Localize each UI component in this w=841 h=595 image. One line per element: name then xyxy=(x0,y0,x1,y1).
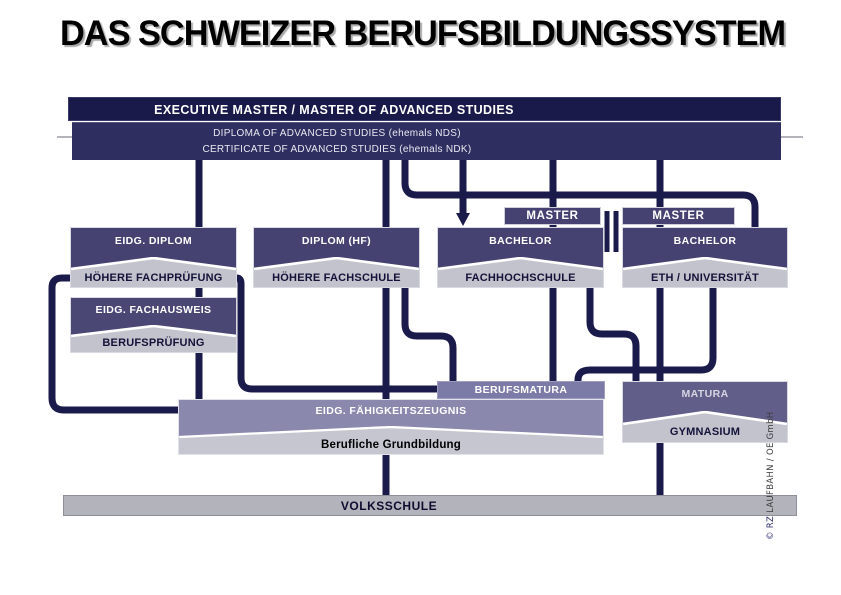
eidg-fachausweis-label: EIDG. FACHAUSWEIS xyxy=(95,304,212,316)
diplom-hf-label: DIPLOM (HF) xyxy=(301,235,372,247)
box-eidg-fachausweis: EIDG. FACHAUSWEIS BERUFSPRÜFUNG xyxy=(70,297,237,353)
berufliche-grundbildung-label: Berufliche Grundbildung xyxy=(320,439,462,451)
hoehere-fachpruefung-label: HÖHERE FACHPRÜFUNG xyxy=(84,272,223,284)
master-box-universitaet: MASTER xyxy=(622,207,735,225)
matura-label: MATURA xyxy=(681,388,729,400)
page-title: DAS SCHWEIZER BERUFSBILDUNGSSYSTEM xyxy=(60,14,786,53)
volksschule-bar: VOLKSSCHULE xyxy=(63,495,797,516)
berufspruefung-label: BERUFSPRÜFUNG xyxy=(102,337,205,349)
bachelor-uni-label: BACHELOR xyxy=(673,235,737,247)
line-left-loop xyxy=(48,274,180,414)
chevron-band: HÖHERE FACHPRÜFUNG xyxy=(71,257,236,287)
line-bar-stub-arrow xyxy=(456,213,470,226)
executive-master-label: EXECUTIVE MASTER / MASTER OF ADVANCED ST… xyxy=(154,103,514,117)
berufsmatura-bar: BERUFSMATURA xyxy=(437,381,605,399)
hoehere-fachschule-label: HÖHERE FACHSCHULE xyxy=(272,272,401,284)
volksschule-label: VOLKSSCHULE xyxy=(340,499,438,513)
bachelor-fh-label: BACHELOR xyxy=(489,235,552,247)
box-bachelor-fachhochschule: BACHELOR FACHHOCHSCHULE xyxy=(437,227,604,288)
chevron-band: GYMNASIUM xyxy=(623,411,787,442)
copyright-prefix: © RZ xyxy=(766,515,776,540)
efz-label: EIDG. FÄHIGKEITSZEUGNIS xyxy=(315,405,467,417)
line-fachpruefung-berufsmatura xyxy=(233,274,438,393)
line-fh-matura xyxy=(586,288,640,384)
box-efz-grundbildung: EIDG. FÄHIGKEITSZEUGNIS Berufliche Grund… xyxy=(178,399,604,455)
executive-master-bar: EXECUTIVE MASTER / MASTER OF ADVANCED ST… xyxy=(68,97,781,121)
line-berufsmatura-universitaet xyxy=(574,288,717,384)
eth-universitaet-label: ETH / UNIVERSITÄT xyxy=(651,272,759,284)
fachhochschule-label: FACHHOCHSCHULE xyxy=(465,272,576,284)
line-hf-berufsmatura xyxy=(401,288,457,382)
advanced-studies-bar: DIPLOMA OF ADVANCED STUDIES (ehemals NDS… xyxy=(72,122,781,160)
line-bar-to-universitaet xyxy=(401,160,759,227)
eidg-diplom-label: EIDG. DIPLOM xyxy=(114,235,193,247)
master-box-fachhochschule: MASTER xyxy=(504,207,601,225)
box-bachelor-universitaet: BACHELOR ETH / UNIVERSITÄT xyxy=(622,227,788,288)
box-eidg-diplom: EIDG. DIPLOM HÖHERE FACHPRÜFUNG xyxy=(70,227,237,288)
copyright-rest: LAUFBAHN / OE GmbH xyxy=(766,411,776,516)
chevron-band: BERUFSPRÜFUNG xyxy=(71,325,236,352)
chevron-band: HÖHERE FACHSCHULE xyxy=(254,257,419,287)
box-diplom-hf: DIPLOM (HF) HÖHERE FACHSCHULE xyxy=(253,227,420,288)
chevron-band: Berufliche Grundbildung xyxy=(179,426,603,454)
certificate-advanced-studies-label: CERTIFICATE OF ADVANCED STUDIES (ehemals… xyxy=(202,144,472,155)
chevron-band: FACHHOCHSCHULE xyxy=(438,257,603,287)
gymnasium-label: GYMNASIUM xyxy=(669,426,741,438)
box-matura-gymnasium: MATURA GYMNASIUM xyxy=(622,381,788,443)
diploma-advanced-studies-label: DIPLOMA OF ADVANCED STUDIES (ehemals NDS… xyxy=(213,128,461,139)
chevron-band: ETH / UNIVERSITÄT xyxy=(623,257,787,287)
copyright-text: © RZ LAUFBAHN / OE GmbH xyxy=(766,300,780,540)
